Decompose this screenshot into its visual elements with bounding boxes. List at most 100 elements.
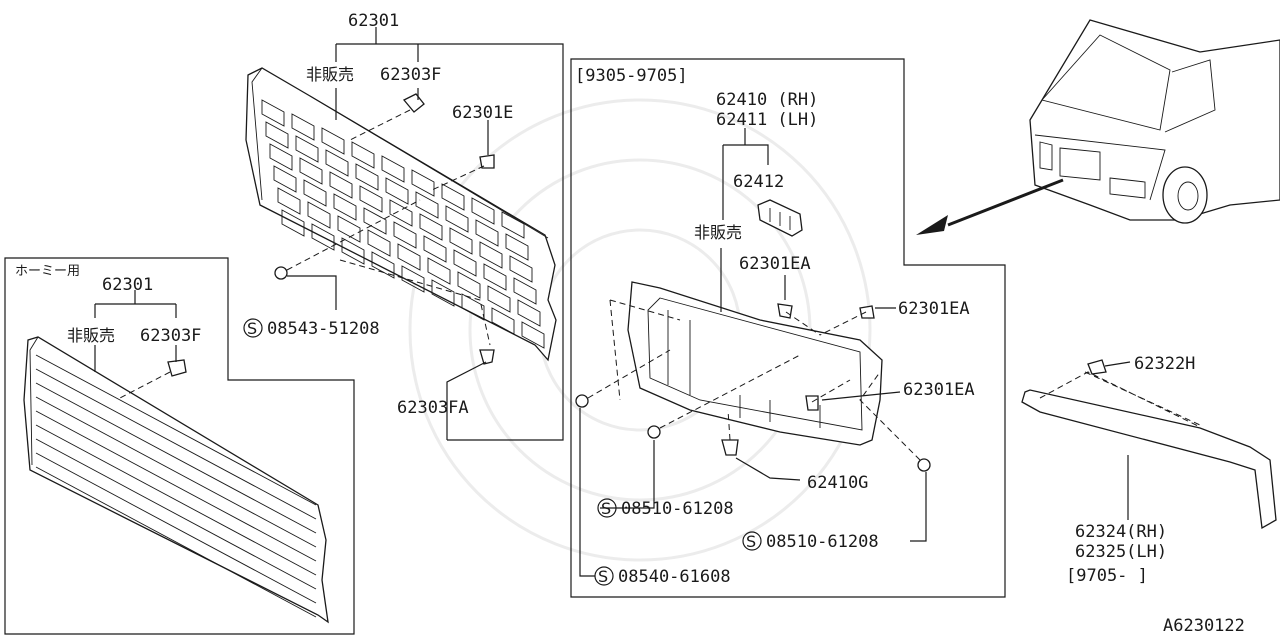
grille-cell [517,299,541,327]
label-part-62410g: 62410G [807,473,868,493]
leader-lines [94,27,1131,577]
spoiler-62324 [1021,371,1277,530]
grille-cell [427,257,451,285]
grille-cell [487,285,511,313]
grille-cell [329,171,353,199]
label-part-62301ea-2: 62301EA [898,299,970,319]
grille-cell [445,205,469,233]
grille-cell [441,183,465,211]
homy-slat [35,382,317,534]
screw-symbol-4: S [594,566,614,586]
label-not-for-sale-1: 非販売 [306,65,354,84]
grille-cell [501,211,525,239]
frame-main-grille [336,43,564,441]
grille-cell [303,179,327,207]
grille-cell [355,163,379,191]
grille-cell [513,277,537,305]
label-part-62301e: 62301E [452,103,513,123]
grille-cell [419,213,443,241]
label-part-62410: 62410 (RH) [716,90,818,110]
grille-homy [23,336,329,624]
label-part-62301ea-3: 62301EA [903,380,975,400]
grille-upper [245,67,557,362]
grille-cell [509,255,533,283]
grille-cell [307,201,331,229]
homy-slat [35,452,317,604]
grille-cell [337,215,361,243]
label-part-62303f: 62303F [380,65,441,85]
grille-cell [385,177,409,205]
label-homy-62301: 62301 [102,275,153,295]
grille-cell [479,241,503,269]
grille-cell [401,265,425,293]
label-period-9705: [9705- ] [1066,566,1148,586]
homy-slat [35,354,317,506]
screw-symbol-3: S [742,531,762,551]
grille-cell [359,185,383,213]
svg-text:S: S [598,567,608,586]
grille-cell [381,155,405,183]
svg-text:S: S [247,319,257,338]
grille-cell [453,249,477,277]
label-part-62301: 62301 [348,11,399,31]
label-part-62411: 62411 (LH) [716,110,818,130]
label-part-08510-61208-b: 08510-61208 [766,532,879,552]
frame-homy [4,257,355,635]
homy-slat [35,438,317,590]
svg-text:S: S [746,532,756,551]
grille-cell [269,143,293,171]
homy-slat [35,396,317,548]
fasteners [167,93,1107,472]
grille-cell [333,193,357,221]
label-not-for-sale-3: 非販売 [694,223,742,242]
grille-cell [277,187,301,215]
guide-lines [119,109,921,461]
grille-cell [371,251,395,279]
grille-cell [321,127,345,155]
grille-cell [393,221,417,249]
label-period-9305-9705: [9305-9705] [575,66,688,86]
homy-slat [35,424,317,576]
label-part-08543-51208: 08543-51208 [267,319,380,339]
grille-cell [367,229,391,257]
label-part-08540-61608: 08540-61608 [618,567,731,587]
label-part-08510-61208-a: 08510-61208 [621,499,734,519]
homy-slat [35,368,317,520]
frame-headlamp [570,58,1006,598]
grille-cell [475,219,499,247]
label-homy-62303f: 62303F [140,326,201,346]
svg-text:S: S [601,499,611,518]
grille-cell [457,271,481,299]
homy-slat [35,410,317,562]
grille-cell [351,141,375,169]
grille-cell [291,113,315,141]
grille-cell [415,191,439,219]
label-part-62325: 62325(LH) [1075,542,1167,562]
grille-cell [483,263,507,291]
grille-cell [431,279,455,307]
screw-symbol-1: S [243,318,263,338]
label-part-62322h: 62322H [1134,354,1195,374]
direction-arrow [947,178,1064,227]
headlamp-housing [627,281,883,446]
homy-slat [35,466,317,618]
grille-cell [325,149,349,177]
label-not-for-sale-2: 非販売 [67,326,115,345]
grille-cell [311,223,335,251]
screw-symbol-2: S [597,498,617,518]
label-part-62303fa: 62303FA [397,398,469,418]
grille-cell [261,99,285,127]
grille-cell [397,243,421,271]
grille-cell [363,207,387,235]
grille-cell [295,135,319,163]
grille-cell [411,169,435,197]
grille-cell [299,157,323,185]
grille-cell [265,121,289,149]
van-illustration [1029,19,1280,224]
label-part-62324: 62324(RH) [1075,522,1167,542]
grille-cell [449,227,473,255]
grille-cell [281,209,305,237]
grille-cell [273,165,297,193]
